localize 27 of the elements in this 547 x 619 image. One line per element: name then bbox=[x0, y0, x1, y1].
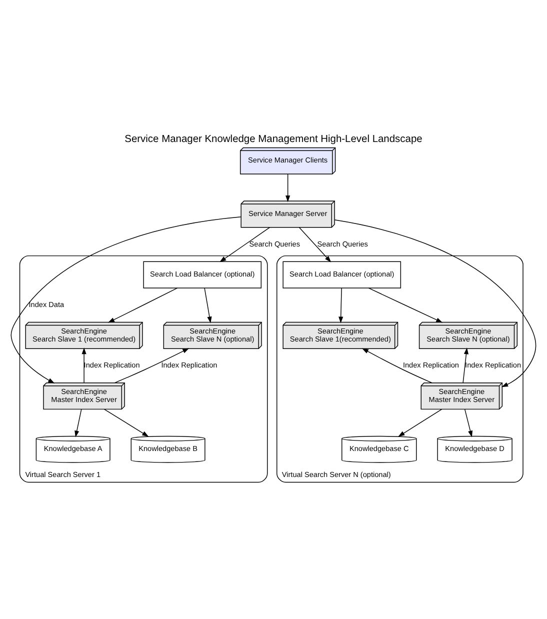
arrow bbox=[368, 288, 443, 323]
arrow bbox=[204, 288, 212, 324]
arrow bbox=[362, 348, 432, 384]
arrow bbox=[104, 408, 149, 437]
edge-label: Index Data bbox=[28, 300, 64, 309]
edge-label: Index Replication bbox=[465, 360, 522, 370]
node-box: Search Load Balancer (optional) bbox=[143, 261, 262, 288]
edge-label: Index Replication bbox=[84, 360, 140, 370]
arrow bbox=[114, 348, 190, 384]
edge-label: Index Replication bbox=[402, 360, 459, 370]
arrow bbox=[286, 174, 290, 202]
arrow bbox=[464, 408, 473, 438]
arrow bbox=[74, 408, 82, 438]
diagram-title: Service Manager Knowledge Management High-Level Landscape bbox=[124, 134, 422, 146]
arrow bbox=[398, 408, 442, 437]
arrow bbox=[220, 227, 270, 262]
edge-label: Index Replication bbox=[161, 360, 218, 370]
arrow bbox=[298, 227, 332, 262]
arrow bbox=[10, 216, 242, 384]
arrow bbox=[462, 348, 469, 384]
arrow bbox=[334, 220, 536, 388]
edge-label: Search Queries bbox=[249, 239, 300, 248]
arrow bbox=[82, 348, 86, 384]
edge-label: Search Queries bbox=[317, 239, 368, 248]
arrow bbox=[108, 288, 178, 323]
arrow bbox=[338, 288, 344, 324]
node-box: Search Load Balancer (optional) bbox=[282, 261, 402, 288]
